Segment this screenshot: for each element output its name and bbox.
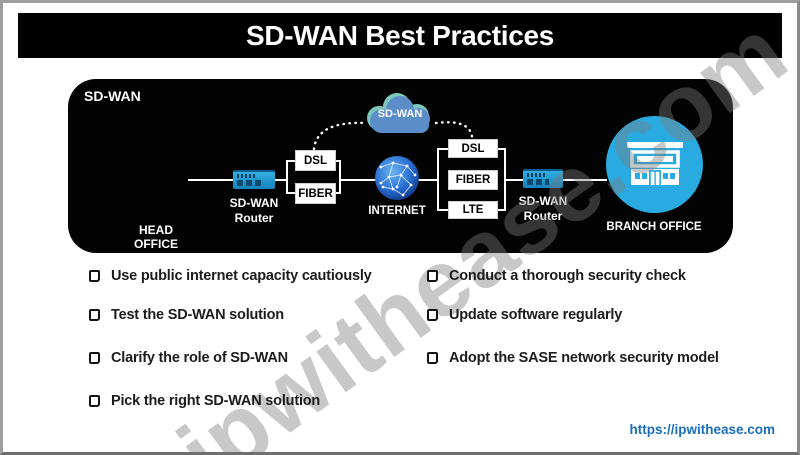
checklist-item-label: Conduct a thorough security check [449, 268, 686, 284]
branch-office-circle [606, 116, 703, 213]
sdwan-topology-diagram: SD-WAN DSL FIBER DSL FIBER LTE [68, 79, 733, 253]
head-office-label: HEAD OFFICE [134, 223, 178, 251]
bracket-line [339, 160, 341, 194]
link-line [188, 179, 234, 181]
right-router-label: SD-WAN Router [518, 194, 568, 223]
router-icon [523, 169, 563, 188]
checkbox-icon [427, 309, 438, 321]
router-icon [233, 170, 275, 189]
left-router-label: SD-WAN Router [229, 196, 279, 225]
checklist-item-label: Clarify the role of SD-WAN [111, 350, 288, 366]
checkbox-icon [89, 270, 100, 282]
cloud-icon: SD-WAN [361, 91, 439, 139]
checklist-item-label: Use public internet capacity cautiously [111, 268, 372, 284]
checklist-item: Test the SD-WAN solution [89, 307, 284, 323]
checklist-item: Pick the right SD-WAN solution [89, 393, 320, 409]
checkbox-icon [89, 352, 100, 364]
footer-url-link[interactable]: https://ipwithease.com [629, 422, 775, 437]
checklist-item-label: Test the SD-WAN solution [111, 307, 284, 323]
internet-globe-icon [373, 153, 421, 203]
checklist-item-label: Pick the right SD-WAN solution [111, 393, 321, 409]
internet-label: INTERNET [368, 205, 426, 217]
link-line [340, 179, 378, 181]
bracket-line [286, 160, 288, 194]
branch-office-label: BRANCH OFFICE [606, 221, 702, 233]
link-line [505, 179, 524, 181]
right-link-dsl: DSL [448, 139, 498, 158]
right-link-lte: LTE [448, 201, 498, 219]
link-line [561, 179, 607, 181]
checkbox-icon [89, 309, 100, 321]
link-line [274, 179, 287, 181]
right-link-fiber: FIBER [448, 170, 498, 190]
cloud-dotted-links [312, 121, 474, 151]
diagram-label: SD-WAN [84, 88, 141, 104]
branch-building-icon [626, 141, 683, 185]
checkbox-icon [427, 352, 438, 364]
checklist-item: Use public internet capacity cautiously [89, 268, 372, 284]
checklist-item: Conduct a thorough security check [427, 268, 686, 284]
left-link-fiber: FIBER [295, 183, 336, 204]
checklist-item: Adopt the SASE network security model [427, 350, 719, 366]
page-title: SD-WAN Best Practices [18, 13, 782, 58]
bracket-line [437, 148, 439, 211]
bracket-line [504, 148, 506, 211]
checklist-item: Update software regularly [427, 307, 622, 323]
checklist-item-label: Adopt the SASE network security model [449, 350, 719, 366]
checklist-item: Clarify the role of SD-WAN [89, 350, 288, 366]
cloud-label: SD-WAN [377, 108, 423, 120]
left-link-dsl: DSL [295, 150, 336, 171]
checkbox-icon [427, 270, 438, 282]
link-line [417, 179, 438, 181]
checkbox-icon [89, 395, 100, 407]
checklist-item-label: Update software regularly [449, 307, 623, 323]
